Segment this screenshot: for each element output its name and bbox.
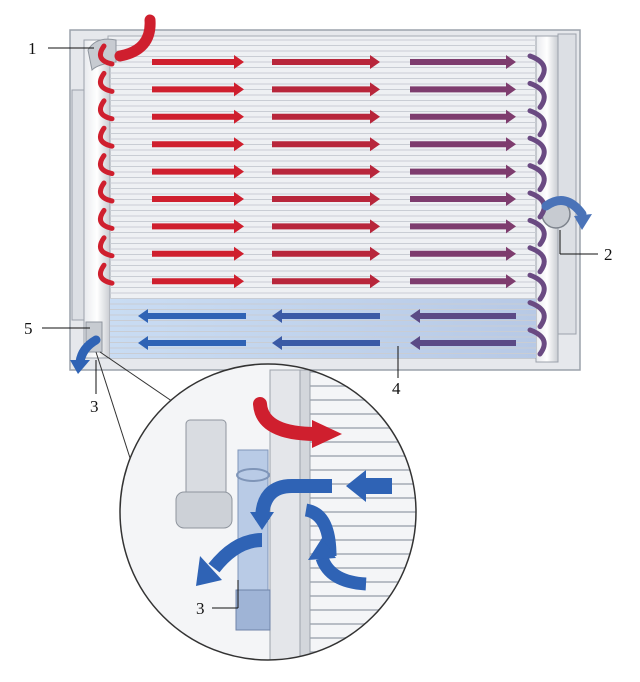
detail-pipe-ring xyxy=(236,468,270,482)
hot-flow-arrow xyxy=(152,219,244,234)
callout-3: 3 xyxy=(90,397,99,416)
detail-drain-arrowhead xyxy=(196,556,222,586)
hot-flow-arrow xyxy=(152,274,244,289)
hot-flow-arrow xyxy=(152,55,244,69)
left-turn-arrow xyxy=(97,43,115,67)
hot-flow-arrow xyxy=(152,246,244,261)
outlet-arrowhead xyxy=(574,214,592,230)
callout-5: 5 xyxy=(24,319,33,338)
magnifier-cone-right xyxy=(99,351,183,409)
hot-flow-arrow xyxy=(410,55,516,69)
drain-arrowhead xyxy=(70,360,90,374)
hot-flow-arrow xyxy=(410,109,516,124)
detail-sensor-cap xyxy=(175,491,233,529)
detail-sensor-housing xyxy=(185,419,227,501)
hot-flow-arrow xyxy=(152,164,244,179)
magnifier-circle xyxy=(119,363,417,661)
left-inlet-turn-arrows xyxy=(97,43,115,286)
left-turn-arrow xyxy=(97,262,115,286)
left-turn-arrow xyxy=(97,180,115,204)
right-turn-arrow xyxy=(527,108,547,138)
hot-flow-arrow xyxy=(152,192,244,206)
right-turn-arrow xyxy=(527,327,547,357)
cool-flow-arrow xyxy=(410,336,516,350)
left-turn-arrow xyxy=(97,98,115,122)
right-turn-arrow xyxy=(527,135,547,165)
cool-flow-arrow xyxy=(410,309,516,323)
hot-flow-arrow xyxy=(272,137,380,152)
hot-flow-arrow xyxy=(272,109,380,124)
callouts: 1 2 3 4 5 xyxy=(24,39,613,416)
right-turn-arrow xyxy=(527,245,547,275)
right-turn-arrow xyxy=(527,53,547,83)
hot-flow-arrow xyxy=(152,137,244,152)
detail-cool-lower-arrow xyxy=(315,555,367,591)
callout-2: 2 xyxy=(604,245,613,264)
right-return-turn-arrows xyxy=(527,53,547,357)
detail-fins xyxy=(310,371,416,653)
hot-flow-arrow xyxy=(272,82,380,97)
hot-flow-arrow xyxy=(410,219,516,234)
hot-flow-arrows xyxy=(152,55,516,289)
hot-flow-arrow xyxy=(410,274,516,289)
hot-flow-arrow xyxy=(272,55,380,69)
detail-cool-straight-arrow xyxy=(346,470,392,502)
magnified-detail: 3 xyxy=(95,351,417,661)
right-turn-arrow xyxy=(527,80,547,110)
detail-hot-curved-arrow xyxy=(253,397,323,441)
left-turn-arrow xyxy=(97,125,115,149)
cool-flow-arrow xyxy=(272,309,380,323)
callout-3-detail: 3 xyxy=(196,599,205,618)
cool-flow-arrow xyxy=(138,309,246,323)
outlet-curved-arrow xyxy=(541,196,587,219)
hot-flow-arrow xyxy=(410,82,516,97)
detail-outlet-fitting xyxy=(235,589,271,631)
cool-flow-arrow xyxy=(272,336,380,350)
cool-pass-band xyxy=(110,298,536,358)
hot-flow-arrow xyxy=(410,137,516,152)
cool-flow-arrow xyxy=(138,336,246,350)
left-turn-arrow xyxy=(97,153,115,177)
right-turn-arrow xyxy=(527,272,547,302)
callout-4: 4 xyxy=(392,379,401,398)
callout-1: 1 xyxy=(28,39,37,58)
hot-flow-arrow xyxy=(272,274,380,289)
hot-flow-arrow xyxy=(272,192,380,206)
hot-flow-arrow xyxy=(272,246,380,261)
detail-drain-curved-arrow xyxy=(208,533,263,573)
hot-flow-arrow xyxy=(410,192,516,206)
right-turn-arrow xyxy=(527,300,547,330)
hot-flow-arrow xyxy=(410,246,516,261)
hot-flow-arrow xyxy=(410,164,516,179)
right-turn-arrow xyxy=(527,163,547,193)
detail-cool-lower-arrowhead xyxy=(308,538,336,560)
right-bracket xyxy=(557,33,577,335)
detail-hot-arrowhead xyxy=(312,420,342,448)
right-turn-arrow xyxy=(527,217,547,247)
left-bracket xyxy=(71,89,85,321)
left-turn-arrow xyxy=(97,207,115,231)
hot-flow-arrow xyxy=(272,219,380,234)
magnifier-cone-left xyxy=(95,351,131,459)
hot-flow-arrow xyxy=(152,82,244,97)
left-turn-arrow xyxy=(97,235,115,259)
detail-cool-loop-arrowhead xyxy=(250,512,274,530)
detail-tank-edge xyxy=(299,369,311,660)
hot-flow-arrow xyxy=(272,164,380,179)
cool-flow-arrows xyxy=(138,309,516,350)
hot-flow-arrow xyxy=(152,109,244,124)
drain-curved-arrow xyxy=(75,335,101,367)
left-turn-arrow xyxy=(97,70,115,94)
inlet-curved-arrow xyxy=(114,14,156,62)
